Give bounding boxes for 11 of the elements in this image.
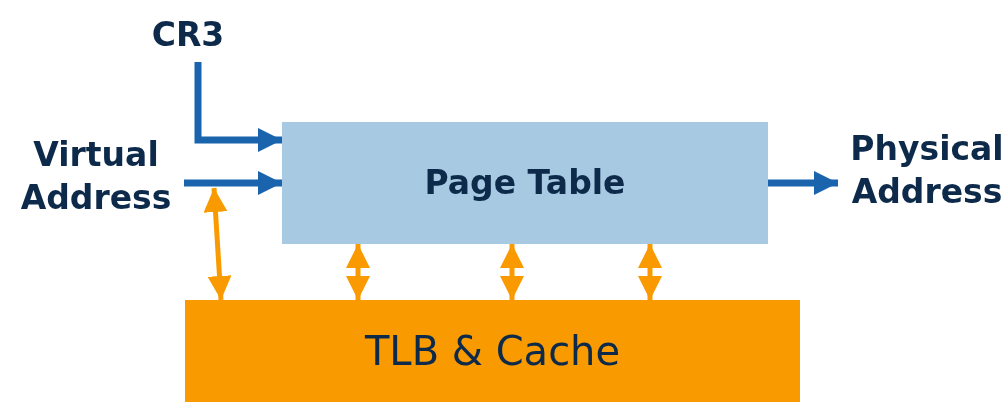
label-text: Physical Address <box>849 128 1005 213</box>
box-label: Page Table <box>424 161 626 204</box>
label-text: CR3 <box>151 13 225 56</box>
process-box <box>185 300 800 402</box>
arrow <box>638 244 662 300</box>
arrow <box>346 244 370 300</box>
arrow <box>203 187 232 301</box>
label-text: Virtual Address <box>19 134 173 219</box>
box-label: TLB & Cache <box>364 327 621 376</box>
process-box <box>282 122 768 244</box>
arrow <box>500 244 524 300</box>
